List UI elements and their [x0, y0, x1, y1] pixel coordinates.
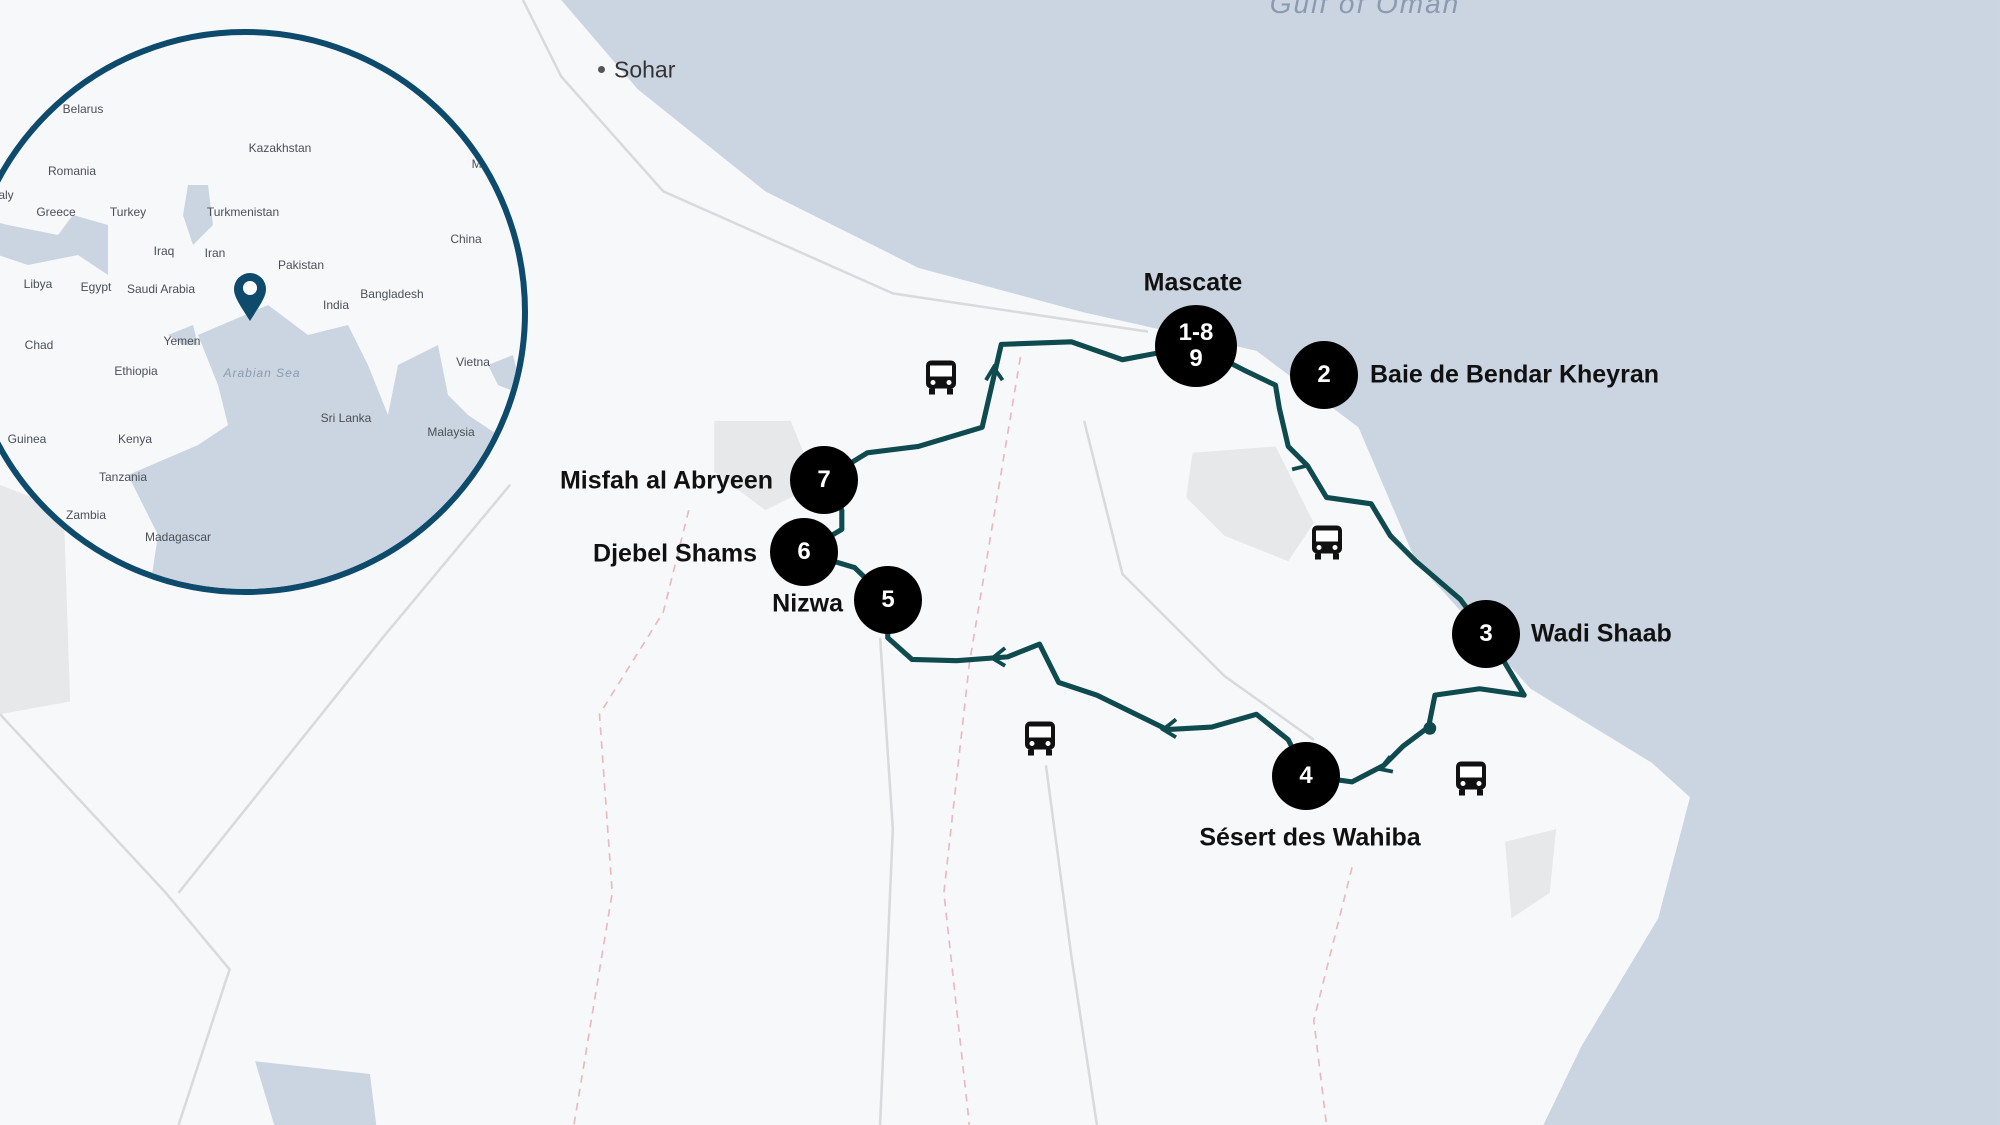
stop-label-mascate: Mascate: [1143, 268, 1243, 297]
stop-marker-5[interactable]: 5: [854, 566, 922, 634]
country-label: Iraq: [153, 244, 175, 258]
country-label: Zambia: [65, 508, 107, 522]
country-label: Malaysia: [427, 425, 475, 439]
lake: [255, 1061, 377, 1125]
country-label: Guinea: [7, 432, 47, 446]
country-label: Romania: [47, 164, 97, 178]
stop-number: 3: [1479, 620, 1493, 647]
stop-number: 7: [817, 466, 831, 493]
stop-number: 6: [797, 538, 811, 565]
inset-map: Belarus Kazakhstan Romania Greece Turkey…: [0, 29, 528, 595]
country-label: Vietna: [456, 355, 490, 369]
country-label: Turkmenistan: [206, 205, 280, 219]
country-label: Egypt: [80, 280, 112, 294]
stop-label-djebel-shams: Djebel Shams: [593, 539, 757, 568]
country-label: Bangladesh: [360, 287, 424, 301]
country-label: Belarus: [62, 102, 104, 116]
stop-label-baie: Baie de Bendar Kheyran: [1370, 360, 1659, 389]
country-label: Turkey: [109, 205, 147, 219]
country-label: Kazakhstan: [248, 141, 312, 155]
country-label: Pakistan: [277, 258, 325, 272]
arrow-icon: [1159, 717, 1178, 739]
arrow-icon: [1291, 451, 1312, 472]
route-waypoint-dot: [1423, 721, 1437, 735]
stop-label-wahiba: Sésert des Wahiba: [1199, 823, 1421, 852]
sea-area: [561, 0, 2000, 1125]
stop-number: 2: [1317, 361, 1331, 388]
stop-label-misfah: Misfah al Abryeen: [559, 466, 773, 495]
arrow-icon: [984, 363, 1005, 382]
bus-icon[interactable]: [1021, 719, 1059, 764]
country-label: Saudi Arabia: [126, 282, 196, 296]
stop-marker-2[interactable]: 2: [1290, 341, 1358, 409]
country-label: aly: [0, 188, 14, 202]
stop-marker-3[interactable]: 3: [1452, 600, 1520, 668]
bus-icon[interactable]: [1452, 759, 1490, 804]
bus-icon[interactable]: [1308, 523, 1346, 568]
stop-label-wadi-shaab: Wadi Shaab: [1531, 619, 1672, 648]
route-direction-arrows: [984, 363, 1394, 774]
country-label: Sri Lanka: [320, 411, 372, 425]
stop-marker-6[interactable]: 6: [770, 518, 838, 586]
country-label: Greece: [36, 205, 76, 219]
inset-sea-label: Arabian Sea: [223, 366, 301, 380]
stop-number: 9: [1189, 345, 1203, 372]
arrow-icon: [988, 646, 1007, 668]
stop-marker-7[interactable]: 7: [790, 446, 858, 514]
country-label: Libya: [23, 277, 53, 291]
country-label: Iran: [204, 246, 226, 260]
sea-label: Gulf of Oman: [1269, 0, 1461, 19]
city-dot: [598, 66, 605, 73]
country-label: Chad: [24, 338, 54, 352]
country-label: Kenya: [117, 432, 153, 446]
city-label: Sohar: [614, 56, 676, 83]
country-label: Tanzania: [98, 470, 148, 484]
arrow-icon: [1376, 755, 1394, 774]
stop-marker-4[interactable]: 4: [1272, 742, 1340, 810]
terrain-patches: [0, 420, 1557, 919]
borders: [573, 357, 1353, 1125]
stop-number: 1-8: [1178, 319, 1214, 346]
stop-marker-mascate[interactable]: 1-8 9: [1155, 305, 1237, 387]
stop-number: 5: [881, 586, 895, 613]
country-label: Ethiopia: [114, 364, 158, 378]
country-label: India: [322, 298, 350, 312]
country-label: China: [450, 232, 482, 246]
bus-icon[interactable]: [922, 358, 960, 403]
map-pin-icon: [234, 273, 266, 321]
country-label: Mo: [471, 157, 489, 171]
stop-label-nizwa: Nizwa: [772, 589, 843, 618]
stop-number: 4: [1299, 762, 1313, 789]
country-label: Yemen: [163, 334, 201, 348]
inset-geography: [0, 185, 522, 589]
country-label: Madagascar: [144, 530, 212, 544]
